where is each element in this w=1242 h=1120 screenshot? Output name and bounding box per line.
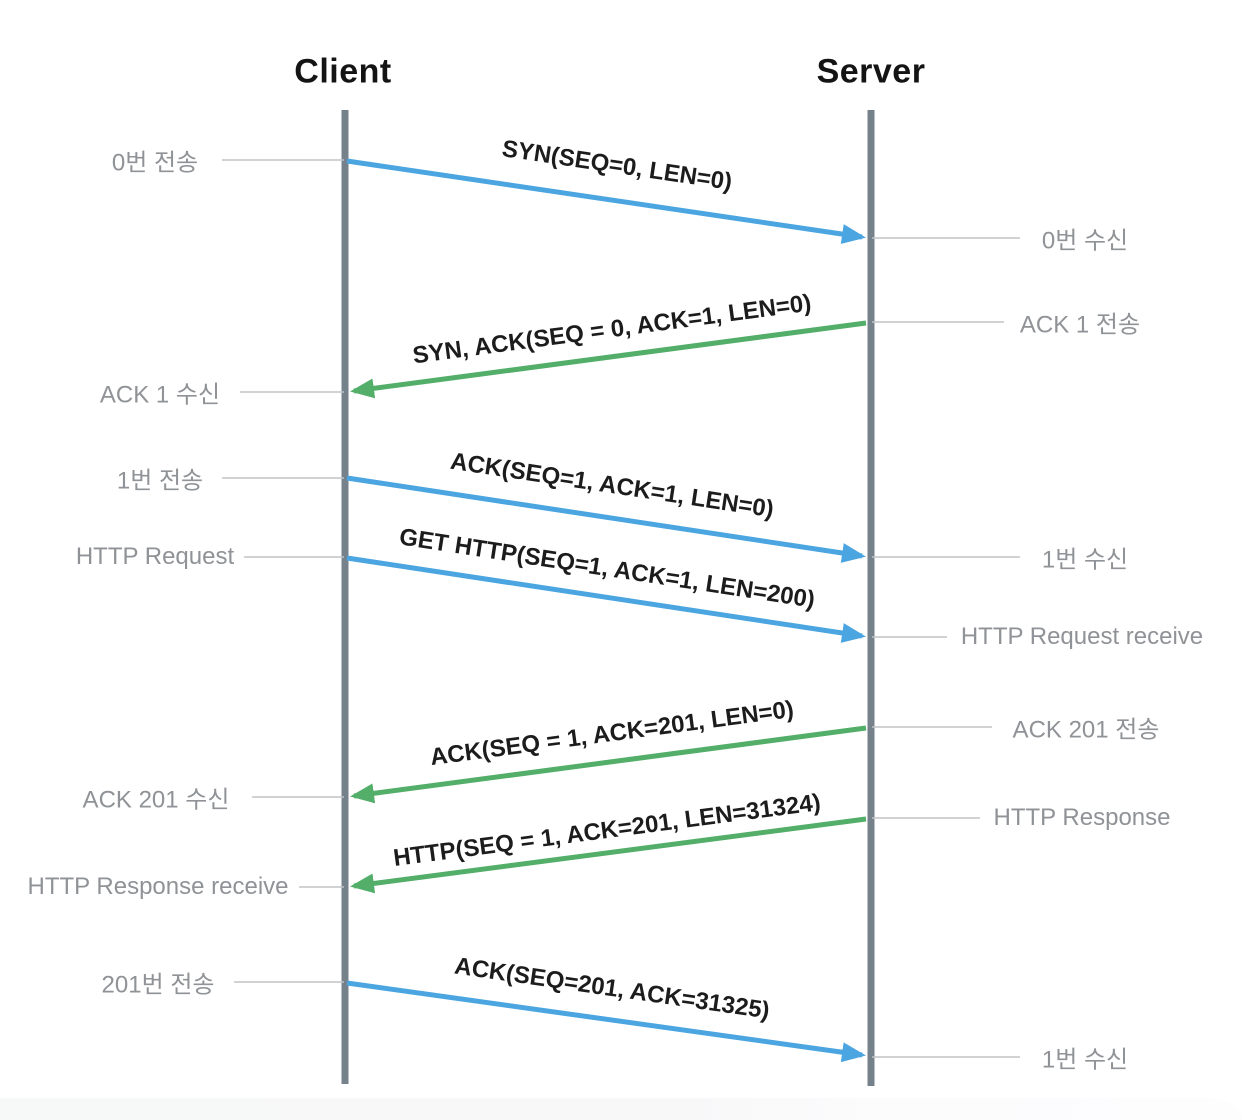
client-title: Client xyxy=(294,52,392,91)
client-event-http-response-receive: HTTP Response receive xyxy=(27,873,289,900)
server-event-send-ack1: ACK 1 전송 xyxy=(1019,311,1141,339)
server-event-connectors xyxy=(872,237,1020,1058)
server-event-send-ack201: ACK 201 전송 xyxy=(1012,716,1160,744)
window-bottom-edge xyxy=(0,1098,1242,1120)
arrow-ack-201 xyxy=(350,725,867,804)
arrow-http-response xyxy=(350,816,867,894)
client-event-send-1: 1번 전송 xyxy=(116,467,204,495)
arrow-final-ack xyxy=(346,980,866,1063)
client-event-recv-ack1: ACK 1 수신 xyxy=(99,381,221,409)
server-event-recv-1-final: 1번 수신 xyxy=(1041,1046,1129,1074)
server-event-recv-0: 0번 수신 xyxy=(1041,227,1129,255)
server-event-recv-1: 1번 수신 xyxy=(1041,546,1129,574)
arrow-ack-1 xyxy=(346,475,866,563)
client-event-recv-ack201: ACK 201 수신 xyxy=(82,786,230,814)
server-event-http-response: HTTP Response xyxy=(993,804,1171,831)
arrow-get-http xyxy=(346,555,866,643)
arrow-syn-ack xyxy=(350,320,867,399)
client-event-connectors xyxy=(222,159,344,983)
server-title: Server xyxy=(816,52,926,91)
client-event-send-0: 0번 전송 xyxy=(111,149,199,177)
client-event-http-request: HTTP Request xyxy=(75,543,235,570)
arrow-syn xyxy=(346,158,866,244)
server-event-http-request-receive: HTTP Request receive xyxy=(960,623,1204,650)
client-event-send-201: 201번 전송 xyxy=(101,971,215,999)
